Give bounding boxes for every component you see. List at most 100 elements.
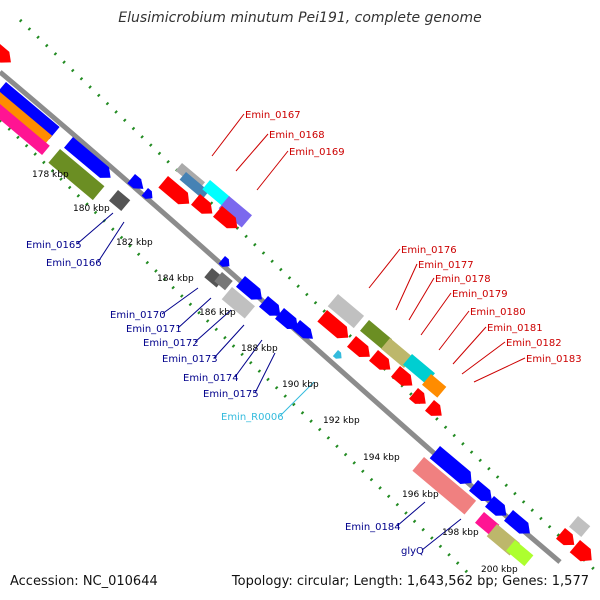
gene-feature	[412, 457, 477, 515]
gene-feature	[327, 294, 365, 329]
gene-feature	[317, 310, 349, 339]
label-leader-line	[421, 518, 462, 551]
gene-feature	[275, 308, 298, 330]
kbp-scale-label: 192 kbp	[323, 416, 360, 426]
gene-feature	[191, 194, 213, 214]
label-leader-line	[235, 133, 269, 172]
gene-feature	[409, 388, 426, 404]
gene-feature	[381, 338, 413, 369]
gene-label: Emin_0170	[110, 310, 166, 321]
gene-label: Emin_0167	[245, 110, 301, 121]
kbp-scale-label: 200 kbp	[481, 565, 518, 575]
gene-label: glyQ	[401, 546, 424, 557]
gene-feature	[218, 196, 252, 228]
label-leader-line	[194, 309, 232, 343]
gene-feature	[569, 540, 592, 562]
gene-feature	[127, 174, 144, 189]
gene-feature	[429, 446, 472, 484]
gene-feature	[179, 172, 209, 199]
gene-feature	[0, 82, 60, 140]
gene-feature	[0, 39, 11, 63]
tick-ring-inner	[0, 118, 472, 577]
label-leader-lines	[76, 113, 526, 551]
gene-feature	[202, 180, 230, 206]
gene-feature	[292, 320, 313, 339]
gene-label: Emin_0169	[289, 147, 345, 158]
gene-label: Emin_R0006	[221, 412, 284, 423]
tick-ring-outer	[18, 18, 600, 577]
gene-label: Emin_0168	[269, 130, 325, 141]
label-leader-line	[395, 263, 418, 311]
gene-label: Emin_0177	[418, 260, 474, 271]
label-leader-line	[161, 287, 199, 315]
gene-feature	[213, 206, 238, 229]
label-leader-line	[97, 221, 125, 263]
gene-features	[0, 39, 592, 567]
gene-feature	[0, 104, 50, 155]
gene-label: Emin_0173	[162, 354, 218, 365]
gene-label: Emin_0182	[506, 338, 562, 349]
gene-label: Emin_0165	[26, 240, 82, 251]
gene-feature	[403, 354, 435, 385]
gene-feature	[236, 276, 262, 300]
gene-label: Emin_0174	[183, 373, 239, 384]
kbp-scale-label: 194 kbp	[363, 453, 400, 463]
gene-feature	[109, 190, 131, 212]
gene-label: Emin_0181	[487, 323, 543, 334]
gene-feature	[506, 540, 534, 567]
label-leader-line	[461, 341, 506, 375]
gene-label: Emin_0184	[345, 522, 401, 533]
gene-label: Emin_0175	[203, 389, 259, 400]
label-leader-line	[408, 277, 435, 321]
gene-feature	[332, 350, 342, 359]
label-leader-line	[396, 501, 426, 527]
gene-feature	[218, 256, 230, 267]
label-leader-line	[452, 326, 487, 365]
label-leader-line	[76, 212, 114, 245]
gene-feature	[158, 176, 190, 205]
gene-label: Emin_0180	[470, 307, 526, 318]
label-leader-line	[473, 357, 526, 383]
gene-feature	[422, 374, 447, 398]
gene-label: Emin_0176	[401, 245, 457, 256]
label-leader-line	[211, 113, 245, 157]
label-leader-line	[177, 297, 212, 329]
kbp-scale-label: 184 kbp	[157, 274, 194, 284]
gene-label: Emin_0171	[126, 324, 182, 335]
label-leader-line	[279, 381, 315, 417]
gene-feature	[556, 528, 575, 546]
gene-feature	[48, 149, 105, 201]
gene-feature	[347, 336, 370, 358]
label-leader-line	[438, 310, 470, 351]
label-leader-line	[368, 248, 401, 289]
gene-feature	[485, 496, 507, 516]
kbp-scale-label: 190 kbp	[282, 380, 319, 390]
gene-feature	[64, 137, 111, 178]
kbp-scale-label: 186 kbp	[199, 308, 236, 318]
gene-label: Emin_0183	[526, 354, 582, 365]
kbp-scale-label: 188 kbp	[241, 344, 278, 354]
gene-feature	[369, 350, 391, 370]
tick-rings	[0, 18, 600, 577]
gene-feature	[391, 366, 413, 386]
gene-feature	[0, 92, 53, 145]
gene-feature	[259, 296, 281, 316]
kbp-scale-label: 198 kbp	[442, 528, 479, 538]
label-leader-line	[420, 292, 452, 336]
label-leader-line	[213, 324, 245, 359]
gene-feature	[504, 510, 530, 534]
kbp-scale-label: 182 kbp	[116, 238, 153, 248]
map-title: Elusimicrobium minutum Pei191, complete …	[118, 10, 482, 26]
gene-feature	[214, 272, 233, 291]
label-leader-line	[256, 150, 289, 191]
gene-label: Emin_0172	[143, 338, 199, 349]
kbp-scale-label: 196 kbp	[402, 490, 439, 500]
genome-summary-text: Topology: circular; Length: 1,643,562 bp…	[231, 574, 589, 589]
gene-feature	[221, 287, 255, 319]
label-leader-line	[254, 352, 276, 394]
gene-feature	[425, 400, 442, 416]
kbp-scale-label: 178 kbp	[32, 170, 69, 180]
